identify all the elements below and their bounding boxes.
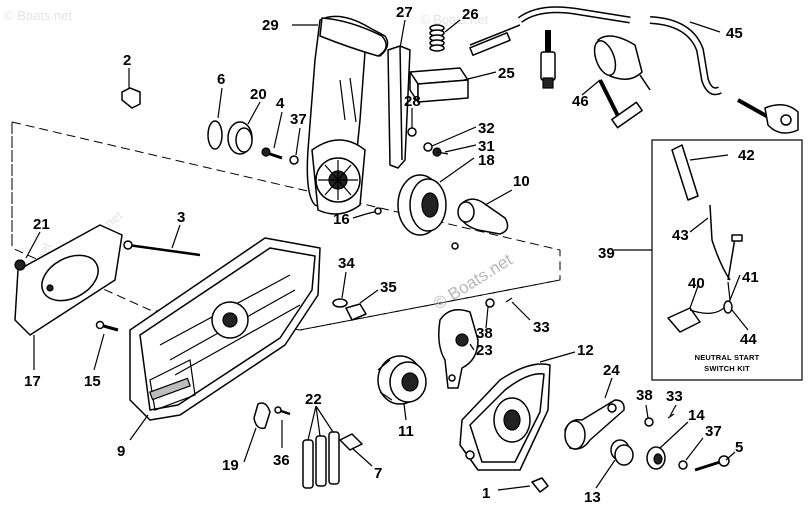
watermark-faint-top-mid: © Boats.net: [420, 12, 489, 27]
washer-part-37b: [678, 460, 688, 470]
bushing-part: [227, 121, 253, 155]
washer-part-37: [289, 155, 299, 165]
plug-part: [339, 433, 363, 451]
callout-42: 42: [738, 147, 755, 164]
callout-6: 6: [217, 71, 225, 88]
strips-part: [302, 431, 340, 489]
bushing-part-14: [646, 446, 666, 470]
callout-41: 41: [742, 269, 759, 286]
callout-5: 5: [735, 439, 743, 456]
callout-4: 4: [276, 95, 285, 112]
callout-16: 16: [333, 211, 350, 228]
callout-31: 31: [478, 138, 495, 155]
callout-39: 39: [598, 245, 615, 262]
callout-38-right: 38: [636, 387, 653, 404]
callout-25: 25: [498, 65, 515, 82]
callout-7: 7: [374, 465, 382, 482]
callout-28: 28: [404, 93, 421, 110]
nut-part-1: [531, 477, 549, 493]
callout-20: 20: [250, 86, 267, 103]
callout-24: 24: [603, 362, 620, 379]
washer-part-32: [423, 142, 433, 152]
callout-23: 23: [476, 342, 493, 359]
screw-part-31: [432, 147, 449, 157]
washer-part-38b: [644, 417, 654, 427]
callout-38-mid: 38: [476, 325, 493, 342]
nut-part-35: [345, 303, 367, 321]
neutral-start-switch-kit-box: NEUTRAL START SWITCH KIT: [651, 139, 803, 381]
callout-45: 45: [726, 25, 743, 42]
shift-arm-part: [451, 198, 509, 250]
callout-27: 27: [396, 4, 413, 21]
callout-43: 43: [672, 227, 689, 244]
callout-2: 2: [123, 52, 131, 69]
gasket-part: [14, 224, 123, 336]
long-cable-part: [649, 16, 799, 134]
callout-19: 19: [222, 457, 239, 474]
watermark-main: © Boats.net: [430, 250, 516, 313]
callout-33-right: 33: [666, 388, 683, 405]
callout-12: 12: [577, 342, 594, 359]
control-handle-part: [306, 15, 389, 215]
callout-29: 29: [262, 17, 279, 34]
callout-34: 34: [338, 255, 355, 272]
callout-46: 46: [572, 93, 589, 110]
callout-11: 11: [398, 423, 414, 440]
callout-40: 40: [688, 275, 705, 292]
leader-lines: [25, 19, 749, 491]
pin-part-33a: [505, 297, 513, 303]
callout-44: 44: [740, 331, 757, 348]
callout-3: 3: [177, 209, 185, 226]
lever-part: [564, 399, 625, 450]
block-part: [409, 67, 469, 103]
screw-part-5: [694, 455, 730, 472]
screw-part-36: [274, 406, 291, 416]
callout-22: 22: [305, 391, 322, 408]
callout-32: 32: [478, 120, 495, 137]
callout-21: 21: [33, 216, 50, 233]
assembly-dashed-outline: [11, 121, 561, 331]
housing-part: [129, 237, 321, 421]
screw-part: [261, 147, 283, 160]
callout-9: 9: [117, 443, 125, 460]
callout-17: 17: [24, 373, 41, 390]
callout-15: 15: [84, 373, 101, 390]
callout-18: 18: [478, 152, 495, 169]
screw-part-16: [365, 207, 382, 215]
callout-33-mid: 33: [533, 319, 550, 336]
callout-35: 35: [380, 279, 397, 296]
cover-plate-part: [459, 363, 551, 471]
pin-part-33b: [667, 413, 675, 419]
callout-1: 1: [482, 485, 490, 502]
washer-part-28: [407, 127, 417, 137]
screw-part-15: [95, 320, 119, 332]
kit-title-line1: NEUTRAL START: [695, 353, 760, 362]
wire-harness-part: [469, 6, 631, 89]
washer-part-34: [332, 298, 348, 308]
long-screw-part: [123, 240, 201, 257]
kit-title-line2: SWITCH KIT: [704, 364, 750, 373]
nut-part-21: [14, 259, 26, 271]
cam-part: [438, 309, 479, 389]
washer-part-38a: [485, 298, 495, 308]
callout-37-top: 37: [290, 111, 307, 128]
callout-13: 13: [584, 489, 601, 506]
spring-part: [429, 24, 445, 52]
o-ring-part: [207, 120, 223, 150]
callout-37-right: 37: [705, 423, 722, 440]
clip-part: [121, 87, 141, 109]
callout-26: 26: [462, 6, 479, 23]
detent-gear-part: [397, 174, 447, 236]
callout-10: 10: [513, 173, 530, 190]
gear-part-11: [377, 355, 427, 405]
callout-14: 14: [688, 407, 705, 424]
solenoid-part: [593, 35, 651, 129]
clip-part-19: [253, 402, 271, 430]
spring-part-13: [610, 439, 634, 466]
watermark-faint-top-left: © Boats.net: [4, 8, 73, 23]
callout-labels: 2 6 20 4 37 29 27 26 25 28 32 31 18 10 1…: [24, 4, 759, 506]
callout-36: 36: [273, 452, 290, 469]
